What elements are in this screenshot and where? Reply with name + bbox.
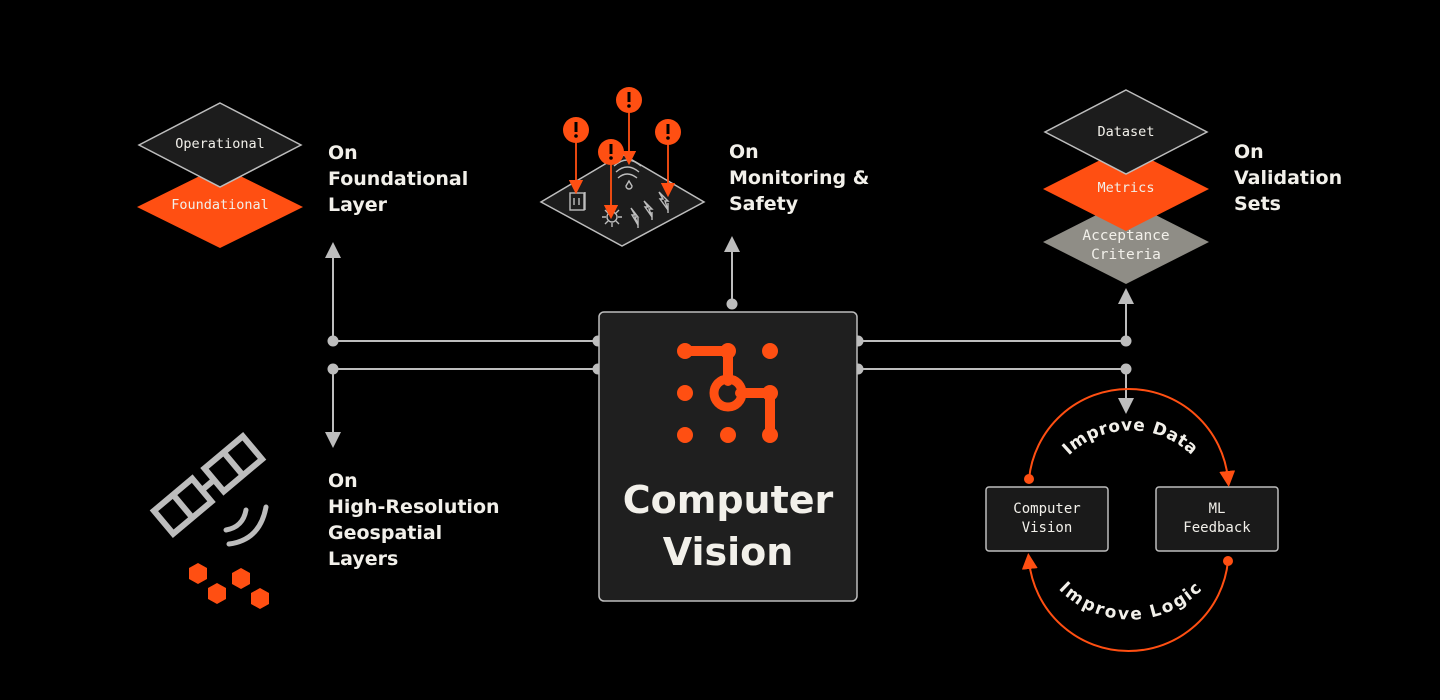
loop-computer-vision-text: Computer Vision <box>986 500 1108 538</box>
label-line: High-Resolution <box>328 496 500 518</box>
metrics-diamond <box>1043 147 1209 231</box>
geospatial-label: On High-Resolution Geospatial Layers <box>328 468 500 572</box>
label-line: On <box>729 141 759 163</box>
label-line: On <box>1234 141 1264 163</box>
foundational-diamond <box>137 166 303 248</box>
label-line: On <box>328 470 358 492</box>
foundational-layer-text: Foundational <box>171 197 269 213</box>
title-line: Vision <box>662 530 794 574</box>
alert-icon <box>563 117 589 143</box>
loop-computer-vision-box <box>985 486 1109 552</box>
validation-label: On Validation Sets <box>1234 139 1342 217</box>
label-line: Monitoring & <box>729 167 870 189</box>
foundational-label: On Foundational Layer <box>328 140 468 218</box>
alert-icons <box>563 87 681 165</box>
acceptance-criteria-diamond <box>1043 200 1209 284</box>
alert-icon <box>616 87 642 113</box>
metrics-layer-text: Metrics <box>1097 180 1155 196</box>
text-line: Acceptance <box>1082 228 1170 244</box>
computer-vision-logo-icon <box>677 343 778 443</box>
monitoring-map-icon <box>539 153 706 247</box>
alert-pins <box>568 112 676 220</box>
loop-dot <box>1024 474 1034 484</box>
label-line: On <box>328 142 358 164</box>
label-line: Validation <box>1234 167 1343 189</box>
loop-ml-feedback-text: ML Feedback <box>1156 500 1278 538</box>
label-line: Layers <box>328 548 399 570</box>
dataset-diamond <box>1043 89 1209 175</box>
text-line: Criteria <box>1091 247 1161 263</box>
title-line: Computer <box>622 478 834 522</box>
label-line: Foundational <box>328 168 469 190</box>
text-line: ML <box>1208 501 1226 517</box>
hexagon-cluster-icon <box>189 563 269 609</box>
monitoring-label: On Monitoring & Safety <box>729 139 869 217</box>
loop-ml-feedback-box <box>1155 486 1279 552</box>
acceptance-criteria-text: Acceptance Criteria <box>1056 227 1196 265</box>
label-line: Safety <box>729 193 799 215</box>
loop-dot <box>1223 556 1233 566</box>
loop-arcs <box>1021 387 1236 653</box>
computer-vision-title: Computer Vision <box>600 474 856 578</box>
label-line: Geospatial <box>328 522 443 544</box>
text-line: Computer <box>1013 501 1081 517</box>
improve-data-label: Improve Data <box>1059 415 1202 459</box>
label-line: Sets <box>1234 193 1281 215</box>
operational-layer-text: Operational <box>175 136 265 152</box>
satellite-icon <box>149 432 267 538</box>
operational-diamond <box>137 102 303 188</box>
text-line: Vision <box>1021 520 1073 536</box>
connectors <box>325 236 1134 448</box>
text-line: Feedback <box>1183 520 1251 536</box>
computer-vision-box <box>598 311 858 602</box>
improve-logic-label: Improve Logic <box>1055 578 1206 625</box>
alert-icon <box>598 139 624 165</box>
signal-waves-icon <box>223 504 269 547</box>
alert-icon <box>655 119 681 145</box>
dataset-layer-text: Dataset <box>1097 124 1155 140</box>
label-line: Layer <box>328 194 387 216</box>
